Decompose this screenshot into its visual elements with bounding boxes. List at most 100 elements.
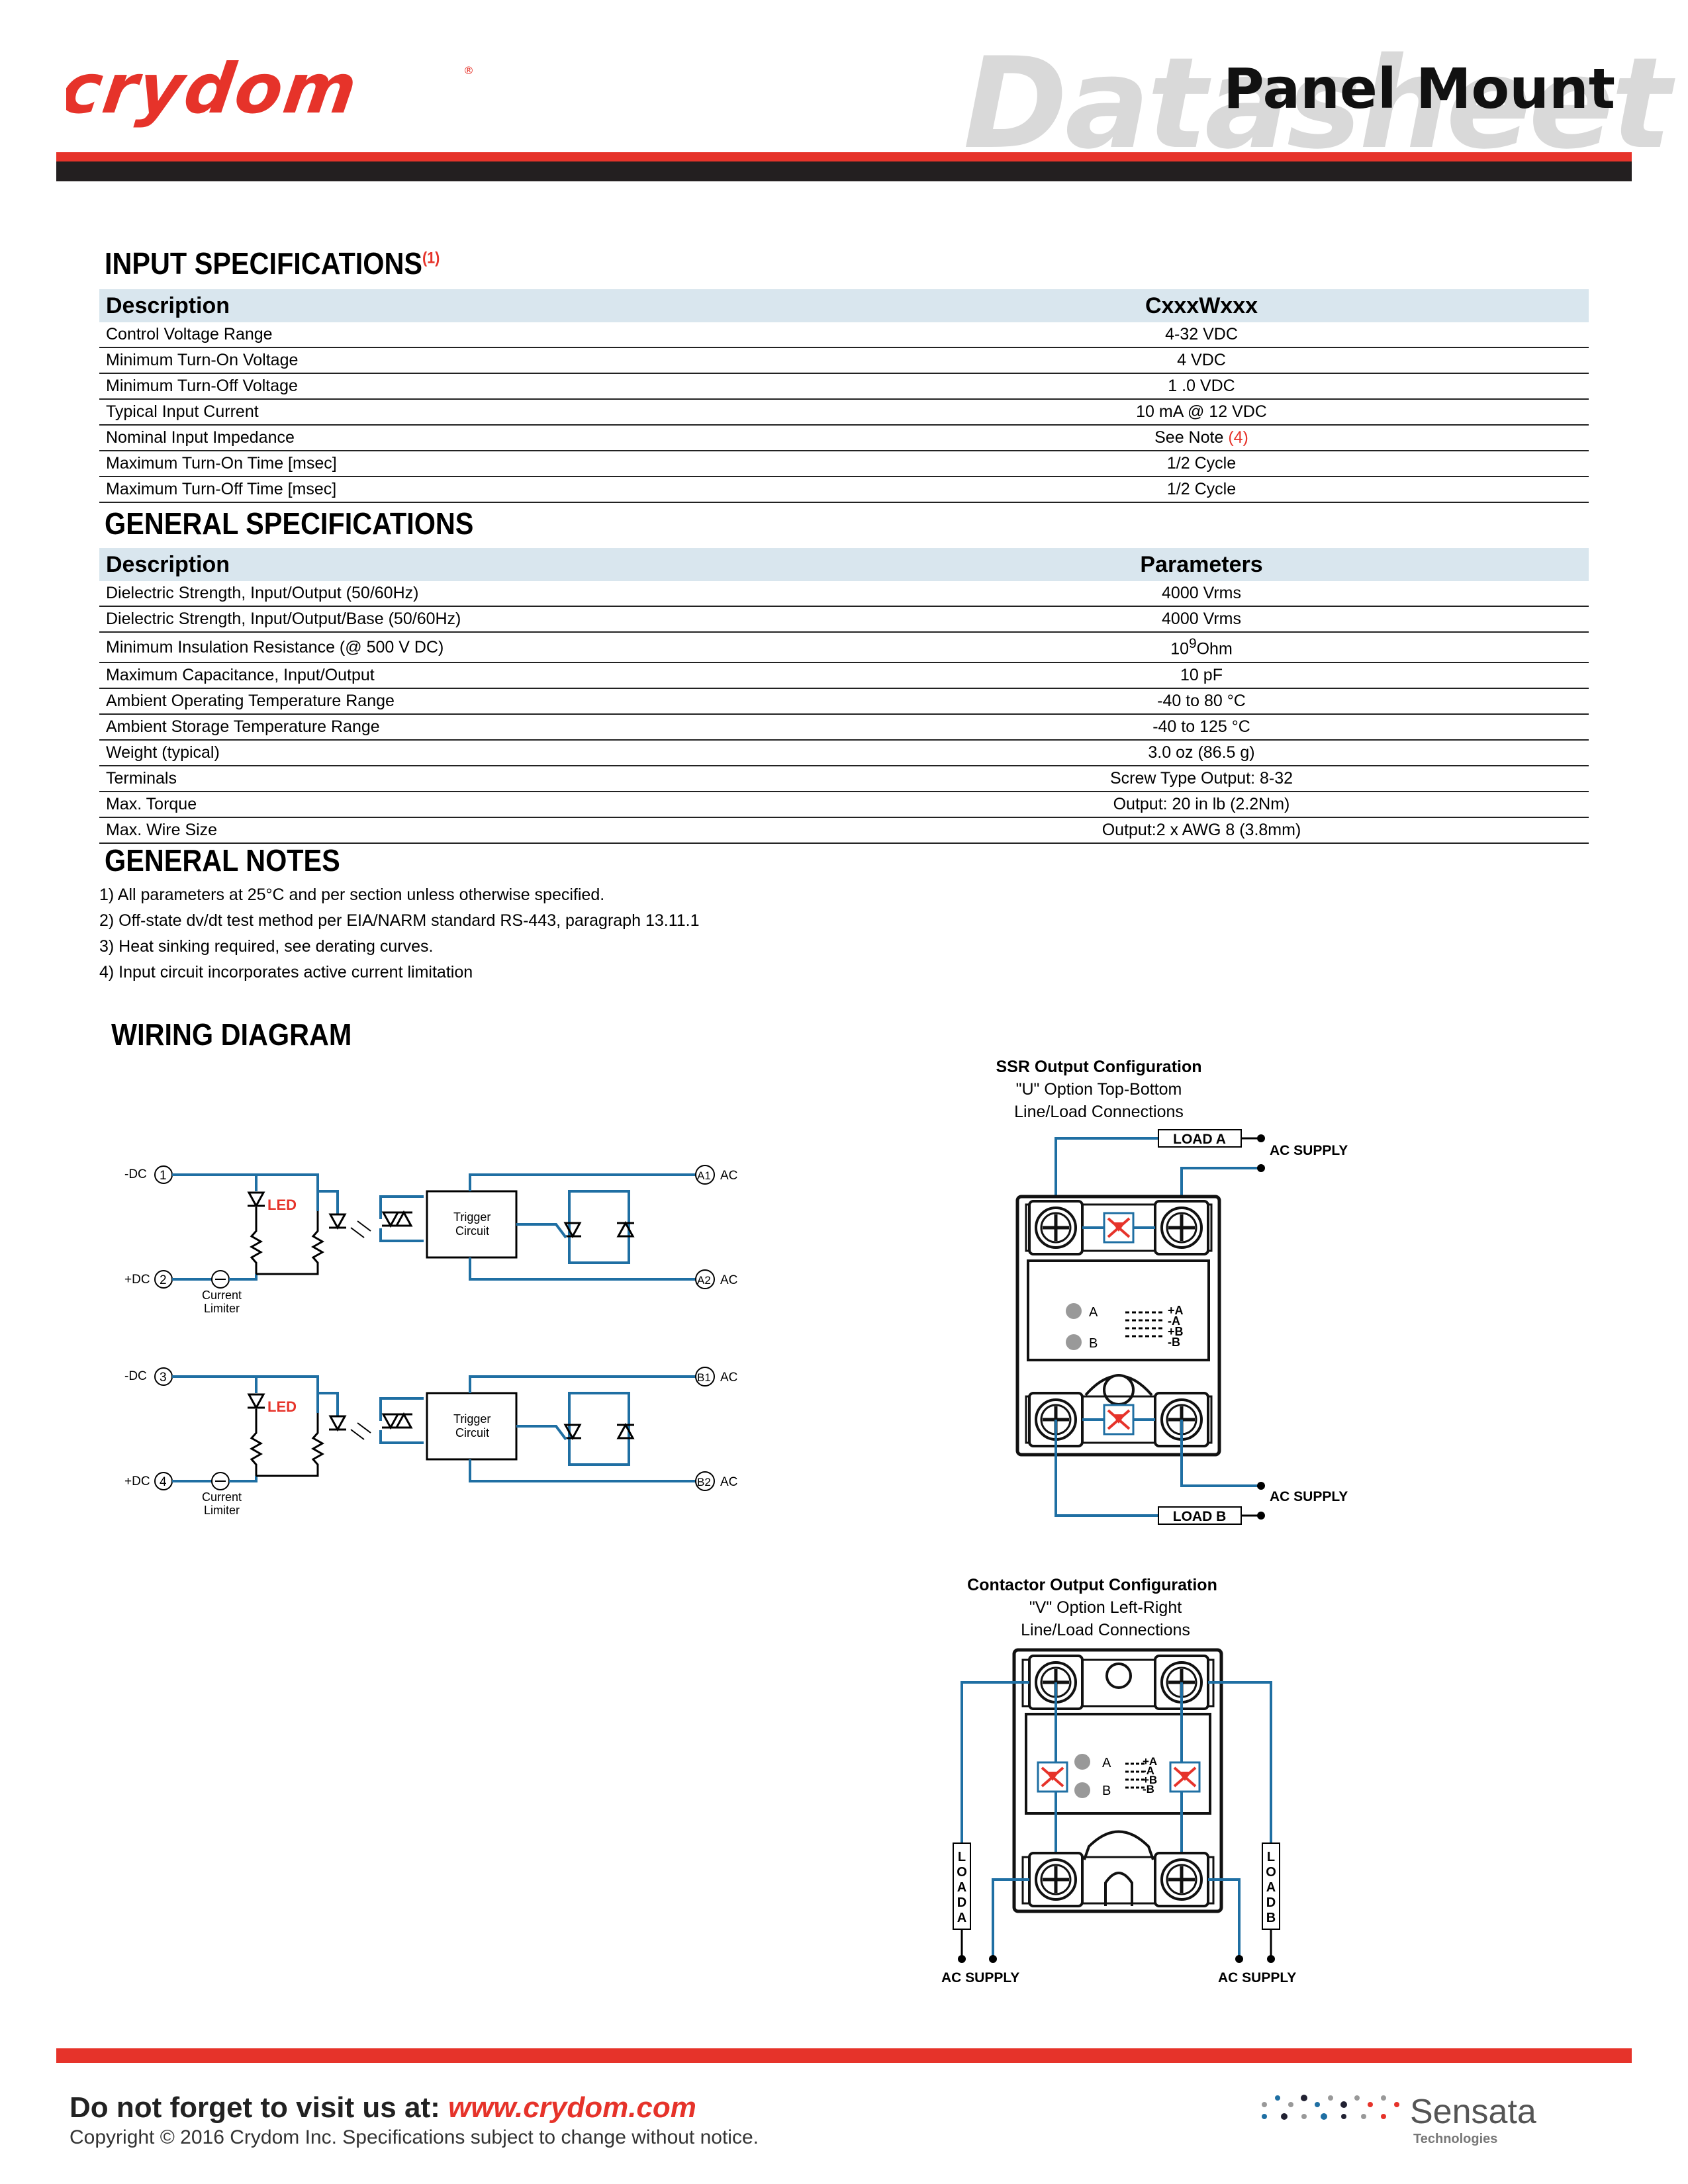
table-row: Weight (typical)3.0 oz (86.5 g) bbox=[99, 740, 1589, 766]
footer-visit: Do not forget to visit us at: www.crydom… bbox=[70, 2091, 696, 2124]
svg-text:+A: +A bbox=[1168, 1304, 1184, 1317]
svg-text:AC: AC bbox=[720, 1475, 737, 1489]
svg-text:AC: AC bbox=[720, 1273, 737, 1287]
channel-2-schematic: -DC 3 +DC 4 LED Current Limiter Trigger … bbox=[124, 1367, 737, 1517]
svg-text:+B: +B bbox=[1143, 1774, 1157, 1786]
led-a-label: A bbox=[1102, 1756, 1111, 1770]
ac-supply-label: AC SUPPLY bbox=[1270, 1143, 1348, 1158]
led-b-label: B bbox=[1102, 1784, 1111, 1798]
svg-text:Limiter: Limiter bbox=[204, 1302, 240, 1315]
page-title: Panel Mount bbox=[1223, 56, 1615, 121]
brand-text: crydom bbox=[66, 54, 363, 129]
contactor-config-title: Contactor Output Configuration bbox=[967, 1576, 1217, 1594]
svg-text:L: L bbox=[1267, 1850, 1275, 1864]
svg-text:O: O bbox=[957, 1865, 967, 1880]
col-description: Description bbox=[99, 289, 814, 322]
table-row: Ambient Operating Temperature Range-40 t… bbox=[99, 688, 1589, 715]
svg-text:AC: AC bbox=[720, 1371, 737, 1385]
svg-text:"V" Option Left-Right: "V" Option Left-Right bbox=[1029, 1598, 1182, 1617]
table-header-row: Description CxxxWxxx bbox=[99, 289, 1589, 322]
ac-supply-label: AC SUPPLY bbox=[941, 1970, 1019, 1985]
svg-text:AC: AC bbox=[720, 1169, 737, 1183]
svg-text:®: ® bbox=[463, 64, 474, 77]
ssr-config-title: SSR Output Configuration bbox=[996, 1058, 1201, 1076]
header-dark-bar bbox=[56, 161, 1632, 181]
copyright-text: Copyright © 2016 Crydom Inc. Specificati… bbox=[70, 2126, 759, 2148]
ssr-output-config: SSR Output Configuration "U" Option Top-… bbox=[996, 1058, 1348, 1525]
col-value: Parameters bbox=[814, 548, 1589, 581]
load-b-label: LOAD B bbox=[1173, 1509, 1227, 1524]
svg-text:Circuit: Circuit bbox=[455, 1426, 489, 1439]
table-header-row: Description Parameters bbox=[99, 548, 1589, 581]
channel-1-schematic: -DC 1 +DC 2 LED Current Limiter Trigger … bbox=[124, 1165, 737, 1315]
footer-red-bar bbox=[56, 2048, 1632, 2063]
sensata-name: Sensata bbox=[1410, 2093, 1536, 2131]
svg-text:+A: +A bbox=[1143, 1755, 1157, 1768]
table-row: Minimum Insulation Resistance (@ 500 V D… bbox=[99, 632, 1589, 663]
led-a-label: A bbox=[1089, 1305, 1098, 1320]
general-notes-title: GENERAL NOTES bbox=[105, 843, 340, 878]
svg-text:O: O bbox=[1266, 1865, 1276, 1880]
current-limiter-label: Current bbox=[202, 1289, 242, 1302]
terminal-number: 2 bbox=[160, 1273, 167, 1287]
header-red-bar bbox=[56, 152, 1632, 161]
trigger-circuit-label: Trigger bbox=[453, 1412, 491, 1426]
ac-supply-label: AC SUPPLY bbox=[1218, 1970, 1296, 1985]
neg-dc-label: -DC bbox=[124, 1369, 147, 1383]
terminal-label: B2 bbox=[697, 1476, 711, 1488]
svg-text:Limiter: Limiter bbox=[204, 1504, 240, 1517]
svg-text:B: B bbox=[1266, 1911, 1276, 1925]
datasheet-watermark: Datasheet bbox=[963, 30, 1671, 177]
svg-text:A: A bbox=[957, 1880, 966, 1895]
load-a-label: LOAD A bbox=[1173, 1132, 1226, 1147]
svg-text:Circuit: Circuit bbox=[455, 1224, 489, 1238]
led-label: LED bbox=[267, 1398, 297, 1415]
note-item: 2) Off-state dv/dt test method per EIA/N… bbox=[99, 911, 700, 930]
svg-text:-B: -B bbox=[1143, 1783, 1154, 1796]
ac-supply-label: AC SUPPLY bbox=[1270, 1489, 1348, 1504]
note-item: 4) Input circuit incorporates active cur… bbox=[99, 963, 473, 981]
table-row: Dielectric Strength, Input/Output (50/60… bbox=[99, 581, 1589, 607]
svg-text:A: A bbox=[1266, 1880, 1276, 1895]
terminal-label: B1 bbox=[697, 1371, 711, 1384]
led-label: LED bbox=[267, 1197, 297, 1213]
svg-text:+B: +B bbox=[1168, 1325, 1184, 1338]
svg-text:L: L bbox=[958, 1850, 966, 1864]
svg-text:-B: -B bbox=[1168, 1336, 1180, 1349]
note-item: 1) All parameters at 25°C and per sectio… bbox=[99, 886, 605, 904]
terminal-label: A2 bbox=[697, 1274, 711, 1287]
terminal-number: 3 bbox=[160, 1371, 167, 1385]
table-row: Ambient Storage Temperature Range-40 to … bbox=[99, 714, 1589, 741]
sensata-sub: Technologies bbox=[1413, 2132, 1497, 2146]
current-limiter-label: Current bbox=[202, 1490, 242, 1504]
sensata-dots-icon bbox=[1262, 2095, 1399, 2120]
note-item: 3) Heat sinking required, see derating c… bbox=[99, 937, 434, 956]
svg-text:D: D bbox=[1266, 1895, 1276, 1910]
svg-text:-A: -A bbox=[1168, 1314, 1180, 1328]
general-specs-title: GENERAL SPECIFICATIONS bbox=[105, 506, 474, 541]
svg-text:Line/Load Connections: Line/Load Connections bbox=[1021, 1621, 1190, 1639]
col-value: CxxxWxxx bbox=[814, 289, 1589, 322]
wiring-diagram-title: WIRING DIAGRAM bbox=[111, 1017, 352, 1052]
trigger-circuit-label: Trigger bbox=[453, 1210, 491, 1224]
input-specs-title: INPUT SPECIFICATIONS(1) bbox=[105, 246, 440, 281]
neg-dc-label: -DC bbox=[124, 1167, 147, 1181]
svg-text:-A: -A bbox=[1143, 1764, 1154, 1777]
pos-dc-label: +DC bbox=[124, 1273, 150, 1287]
table-row: Maximum Turn-Off Time [msec]1/2 Cycle bbox=[99, 477, 1589, 503]
contactor-output-config: Contactor Output Configuration "V" Optio… bbox=[941, 1576, 1296, 1985]
website-link[interactable]: www.crydom.com bbox=[447, 2091, 696, 2124]
table-row: Dielectric Strength, Input/Output/Base (… bbox=[99, 606, 1589, 633]
led-b-label: B bbox=[1089, 1336, 1098, 1351]
general-specs-table: Description Parameters Dielectric Streng… bbox=[99, 548, 1589, 844]
crydom-logo: crydom ® bbox=[66, 54, 474, 129]
